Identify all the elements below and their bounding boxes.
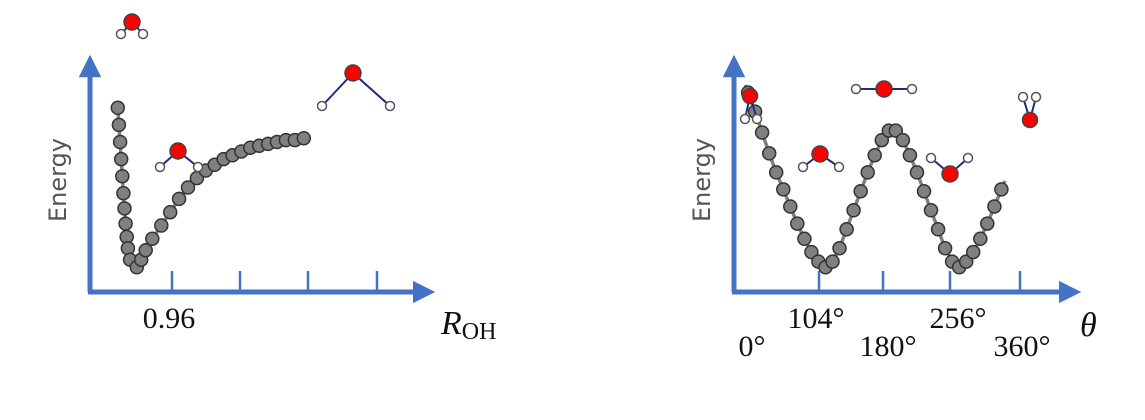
bond-angle-energy-chart: Energy 0° 104° 180° 256° 360° θ <box>688 54 1097 363</box>
data-point <box>113 151 129 167</box>
plot-area <box>110 100 312 275</box>
data-point <box>118 216 133 231</box>
data-point <box>965 244 981 260</box>
data-point <box>776 182 791 197</box>
data-point <box>973 231 988 247</box>
x-tick-label: 0.96 <box>143 302 196 335</box>
data-point <box>171 191 187 207</box>
data-point <box>923 203 939 218</box>
water-molecule-linear-icon <box>850 80 918 98</box>
data-point <box>117 201 132 216</box>
data-point <box>768 165 784 180</box>
data-point <box>790 216 805 231</box>
data-point <box>867 148 882 163</box>
data-point <box>853 184 868 199</box>
data-point <box>825 254 840 269</box>
data-point <box>754 125 770 140</box>
data-point <box>804 244 819 260</box>
data-point <box>916 184 932 199</box>
plot-area <box>740 84 1009 275</box>
data-point <box>296 130 312 146</box>
data-point <box>116 185 131 201</box>
data-point <box>958 254 974 269</box>
data-point <box>145 231 160 247</box>
data-point <box>138 242 153 258</box>
y-axis-label: Energy <box>688 138 716 222</box>
x-tick-label: 256° <box>930 302 987 335</box>
data-point <box>111 117 127 133</box>
x-tick-label: 104° <box>788 302 845 335</box>
water-molecule-bent-104-icon <box>797 145 845 173</box>
data-point <box>832 241 847 256</box>
water-molecule-inverted-collapsed-icon <box>1017 91 1042 129</box>
data-point <box>987 199 1002 214</box>
data-point <box>909 165 925 180</box>
data-point <box>115 168 130 184</box>
data-point <box>180 180 196 195</box>
water-molecule-bent-256-icon <box>925 152 974 183</box>
data-point <box>761 146 777 161</box>
data-point <box>846 203 861 218</box>
data-point <box>874 132 890 148</box>
x-axis-ticks <box>817 271 1022 292</box>
data-point <box>797 231 812 247</box>
bond-length-energy-chart: Energy 0.96 ROH <box>44 13 496 345</box>
data-point <box>162 204 178 220</box>
data-point <box>783 199 798 214</box>
data-point <box>839 222 854 237</box>
data-point <box>937 241 953 256</box>
series-line <box>743 84 1007 270</box>
data-point <box>930 222 946 237</box>
water-molecule-collapsed-icon <box>739 87 763 125</box>
data-point <box>895 132 911 148</box>
y-axis-label: Energy <box>44 138 72 222</box>
x-tick-label: 0° <box>739 330 766 363</box>
x-tick-label: 360° <box>994 330 1051 363</box>
x-tick-label: 180° <box>860 330 917 363</box>
data-point <box>902 148 918 163</box>
water-molecule-equilibrium-icon <box>154 142 204 173</box>
x-axis-label: θ <box>1080 307 1097 344</box>
x-axis-label-main: R <box>440 305 462 342</box>
data-point <box>110 100 126 116</box>
x-axis-label-subscript: OH <box>462 319 497 345</box>
data-point <box>860 165 875 180</box>
data-point <box>994 182 1009 197</box>
water-molecule-stretched-icon <box>316 64 396 112</box>
x-axis-ticks <box>170 271 379 292</box>
water-molecule-compressed-icon <box>115 13 149 40</box>
data-point <box>888 123 904 138</box>
x-axis-label: ROH <box>440 305 496 345</box>
data-point <box>154 218 169 233</box>
data-point <box>980 216 995 231</box>
data-point <box>112 134 128 150</box>
